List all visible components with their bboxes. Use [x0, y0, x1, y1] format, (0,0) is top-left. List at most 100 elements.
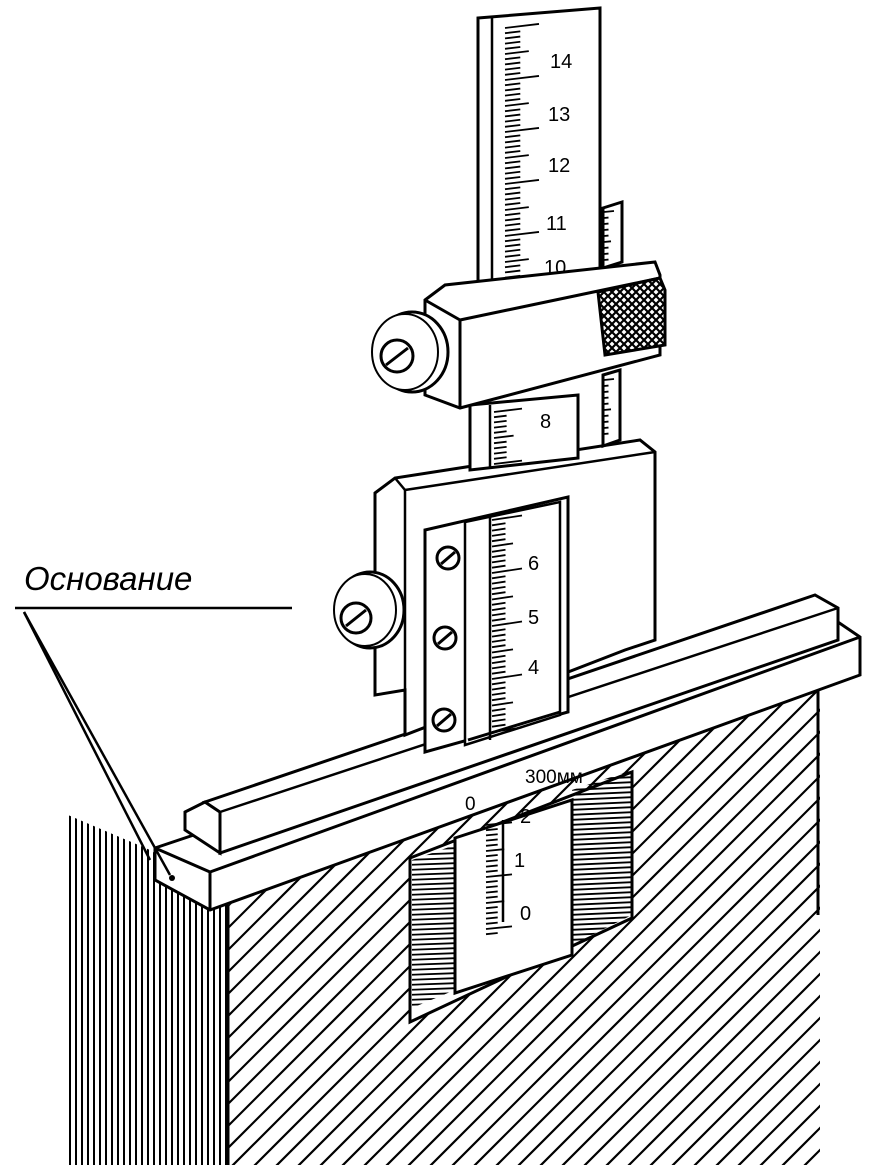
scale-tick: [493, 430, 507, 434]
scale-tick: [493, 425, 507, 429]
scale-tick: [493, 459, 523, 465]
hatch-line: [572, 806, 632, 811]
hatch-line: [572, 846, 632, 851]
hatch-line: [412, 942, 455, 946]
hatch-line: [412, 932, 455, 936]
scale-tick: [493, 407, 523, 413]
hatch-line: [572, 821, 632, 826]
scale-tick: [491, 660, 506, 664]
scale-tick: [485, 890, 498, 894]
scale-tick: [491, 585, 506, 590]
scale-tick: [491, 686, 506, 691]
scale-tick: [485, 916, 498, 920]
clamp-fine-adjust-knurl[interactable]: [596, 276, 667, 357]
callout: Основание: [15, 560, 292, 876]
scale-tick: [491, 522, 506, 527]
scale-tick: [485, 854, 498, 858]
scale-tick: [504, 191, 521, 196]
hatch-line: [412, 967, 455, 971]
scale-tick: [485, 843, 498, 847]
hatch-line: [591, 690, 820, 1165]
scale-tick: [504, 264, 521, 269]
hatch-line: [459, 690, 820, 1165]
scale-tick: [485, 921, 498, 925]
main-ruler: 14 13 12 11 10 8: [468, 6, 602, 472]
scale-tick: [491, 633, 506, 638]
scale-tick: [504, 222, 521, 227]
scale-tick: [504, 228, 521, 232]
scale-tick: [504, 269, 521, 274]
frame-lock-knob[interactable]: [333, 570, 406, 650]
hatch-line: [371, 690, 820, 1165]
scale-tick: [504, 258, 529, 263]
clamp-lock-knob[interactable]: [371, 310, 450, 394]
hatch-line: [613, 690, 820, 1165]
hatch-line: [572, 796, 632, 801]
scale-tick: [603, 240, 612, 243]
hatch-line: [572, 816, 632, 821]
scale-tick: [504, 186, 521, 191]
scale-tick: [504, 50, 529, 55]
hatch-line: [572, 856, 632, 861]
hatch-line: [572, 836, 632, 841]
hatch-line: [547, 690, 820, 1165]
scale-tick: [491, 538, 506, 543]
scale-tick: [504, 231, 540, 237]
scale-tick: [493, 434, 514, 439]
hatch-line: [811, 690, 820, 1165]
scale-tick: [504, 102, 529, 107]
hatch-line: [569, 690, 820, 1165]
scale-tick: [491, 564, 506, 569]
scale-tick: [485, 880, 498, 884]
depth-rod-ticks: [485, 821, 513, 936]
hatch-line: [503, 690, 820, 1165]
base-reference-dot: [169, 875, 175, 881]
ruler-upper-segment: [476, 6, 602, 300]
scale-tick: [491, 707, 506, 712]
hatch-line: [572, 861, 632, 866]
scale-tick: [491, 681, 506, 686]
fine-rod-ticks: [603, 210, 615, 435]
hatch-line: [412, 897, 455, 901]
scale-tick: [504, 75, 540, 81]
fine-adjust-rod: [601, 199, 624, 449]
scale-tick: [504, 113, 521, 118]
scale-tick: [491, 665, 506, 670]
scale-tick: [504, 154, 529, 159]
base-scale-zero: 0: [465, 794, 476, 815]
hatch-line: [572, 871, 632, 876]
vernier-plate-screws: [431, 545, 461, 733]
scale-tick: [504, 150, 521, 154]
scale-tick: [485, 885, 498, 889]
hatch-line: [572, 886, 632, 891]
scale-tick: [485, 873, 513, 878]
hatch-line: [412, 862, 455, 866]
scale-tick: [504, 35, 521, 40]
scale-tick: [491, 648, 514, 654]
scale-tick: [485, 925, 513, 930]
hatch-line: [412, 872, 455, 876]
hatch-line: [572, 786, 632, 791]
hatch-line: [635, 690, 820, 1165]
scale-tick: [493, 451, 507, 455]
depth-rod: [453, 797, 574, 996]
scale-tick: [491, 612, 506, 617]
hatch-line: [412, 922, 455, 926]
workpiece-side-hatching: [69, 815, 227, 1165]
scale-tick: [504, 176, 521, 180]
scale-tick: [485, 900, 505, 904]
scale-tick: [491, 591, 506, 596]
scale-tick: [491, 638, 506, 643]
hatch-line: [572, 896, 632, 901]
callout-leader-2: [22, 611, 172, 876]
scale-tick: [491, 723, 506, 728]
scale-tick: [504, 40, 521, 45]
frame-body: 6 5 4: [333, 438, 657, 754]
callout-leader-1: [22, 611, 152, 861]
hatch-line: [412, 887, 455, 891]
base-scale-range: 300мм: [525, 767, 583, 788]
hatch-line: [572, 891, 632, 896]
depth-label-1: 1: [514, 850, 525, 872]
scale-tick: [504, 98, 521, 102]
scale-tick: [491, 617, 506, 622]
